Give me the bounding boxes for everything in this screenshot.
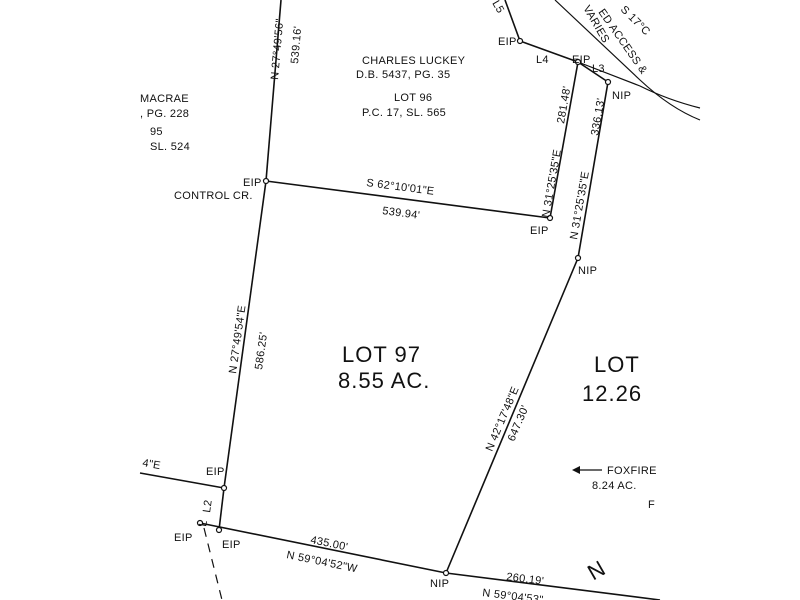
north-boundary-line — [265, 180, 551, 219]
luckey-owner-name: CHARLES LUCKEY — [362, 55, 466, 67]
lot-97-area: 8.55 AC. — [338, 368, 430, 393]
l2-segment-line — [218, 487, 225, 531]
macrae-deed-reference: , PG. 228 — [140, 108, 189, 120]
south-distance: 435.00' — [309, 534, 348, 553]
road-edge-line-south — [577, 61, 701, 109]
control-corner-label: CONTROL CR. — [174, 190, 253, 202]
pin-marker — [516, 37, 524, 45]
south-boundary-line — [199, 522, 447, 574]
southeast-boundary-line — [445, 257, 579, 574]
luckey-lot-number: LOT 96 — [394, 92, 432, 104]
pin-label: EIP — [222, 539, 241, 551]
south-east-boundary-line — [445, 572, 661, 600]
macrae-plat-reference: SL. 524 — [150, 141, 190, 153]
pin-marker — [262, 177, 270, 185]
foxfire-area: 8.24 AC. — [592, 480, 637, 492]
east-outer-bearing: N 31°25'35"E — [568, 170, 592, 240]
pin-label: EIP — [174, 532, 193, 544]
l3-segment-line — [577, 61, 609, 83]
boundary-lines — [139, 0, 701, 600]
north-arrow-mark: N — [583, 555, 610, 585]
pin-labels: EIP EIP EIP EIP NIP NIP EIP EIP EIP NIP — [174, 36, 631, 590]
pin-marker — [196, 519, 204, 527]
luckey-plat-reference: P.C. 17, SL. 565 — [362, 107, 446, 119]
pin-label: EIP — [572, 54, 591, 66]
road-edge-line-north — [554, 0, 701, 121]
line-tag: L2 — [201, 499, 215, 513]
west-boundary-line — [223, 180, 267, 489]
lot-97-title: LOT 97 — [342, 342, 421, 367]
foxfire-arrow-icon — [572, 466, 602, 474]
l5-segment-line — [504, 0, 521, 42]
west-upper-bearing: N 27°49'56" — [269, 18, 286, 80]
macrae-owner-name: MACRAE — [140, 93, 189, 105]
pin-label: NIP — [430, 578, 449, 590]
owner-labels: CHARLES LUCKEY D.B. 5437, PG. 35 LOT 96 … — [140, 4, 657, 586]
pin-marker — [604, 78, 612, 86]
pin-label: EIP — [206, 466, 225, 478]
west-distance: 586.25' — [253, 331, 270, 370]
pin-marker — [442, 569, 450, 577]
pin-label: EIP — [530, 225, 549, 237]
lot-right-area: 12.26 — [582, 381, 642, 406]
macrae-lot-number: 95 — [150, 126, 163, 138]
west-bearing: N 27°49'54"E — [227, 304, 248, 374]
left-partial-bearing: 4"E — [141, 457, 161, 472]
east-outer-boundary-line — [577, 81, 609, 259]
pin-label: NIP — [578, 265, 597, 277]
pin-marker — [220, 484, 228, 492]
pin-label: EIP — [498, 36, 517, 48]
line-tag: L3 — [592, 63, 605, 75]
south-east-distance: 260.19' — [506, 571, 545, 588]
l4-segment-line — [519, 40, 579, 63]
dashed-line — [203, 527, 223, 600]
east-outer-distance: 336.13' — [589, 97, 607, 136]
foxfire-mark: F — [648, 499, 655, 511]
north-distance: 539.94' — [382, 205, 421, 222]
left-tie-line — [139, 472, 225, 489]
line-tag: L4 — [536, 54, 549, 66]
foxfire-name: FOXFIRE — [607, 465, 657, 477]
line-tags: L2 L L3 L4 L5 — [197, 0, 605, 528]
pin-marker — [574, 254, 582, 262]
pin-marker — [546, 214, 554, 222]
east-inner-bearing: N 31°25'35"E — [540, 148, 564, 218]
pin-label: EIP — [243, 177, 262, 189]
luckey-deed-reference: D.B. 5437, PG. 35 — [356, 69, 450, 81]
line-tag: L5 — [489, 0, 506, 16]
pin-label: NIP — [612, 90, 631, 102]
south-east-bearing: N 59°04'53" — [482, 587, 544, 600]
lot-right-title: LOT — [594, 352, 640, 377]
pin-markers — [196, 37, 612, 577]
pin-marker — [215, 526, 223, 534]
west-upper-distance: 539.16' — [289, 26, 304, 65]
line-tag: L — [197, 519, 210, 527]
west-upper-boundary-line — [265, 0, 282, 182]
pin-marker — [574, 58, 582, 66]
east-inner-boundary-line — [549, 61, 579, 219]
